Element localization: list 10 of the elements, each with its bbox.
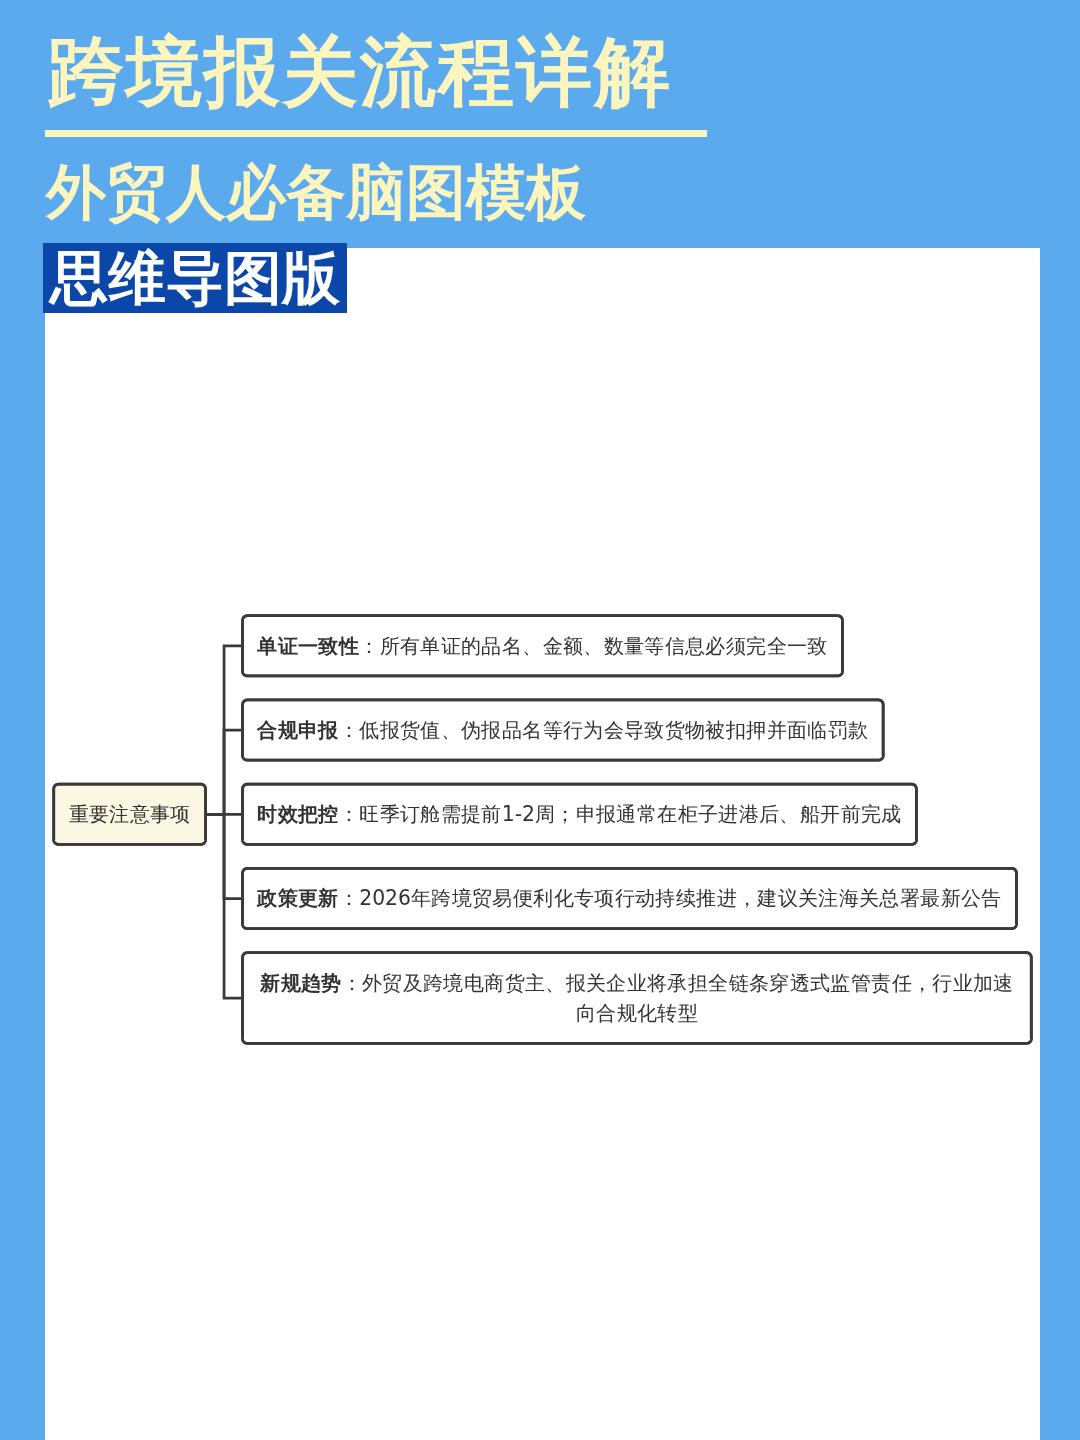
- central-topic-box: 重要注意事项: [52, 783, 207, 847]
- subtopic-box: 时效把控：旺季订舱需提前1-2周；申报通常在柜子进港后、船开前完成: [241, 783, 918, 847]
- subtopic-box: 政策更新：2026年跨境贸易便利化专项行动持续推进，建议关注海关总署最新公告: [241, 867, 1018, 931]
- connector-line: [205, 813, 243, 1000]
- subtopic-box: 合规申报：低报货值、伪报品名等行为会导致货物被扣押并面临罚款: [241, 699, 885, 762]
- tag-label: 思维导图版: [43, 243, 347, 313]
- subtopic-box: 单证一致性：所有单证的品名、金额、数量等信息必须完全一致: [241, 614, 844, 678]
- subtopic-box: 新规趋势：外贸及跨境电商货主、报关企业将承担全链条穿透式监管责任，行业加速向合规化转型: [241, 951, 1033, 1046]
- subtitle: 外贸人必备脑图模板: [46, 156, 586, 229]
- title: 跨境报关流程详解: [48, 26, 672, 118]
